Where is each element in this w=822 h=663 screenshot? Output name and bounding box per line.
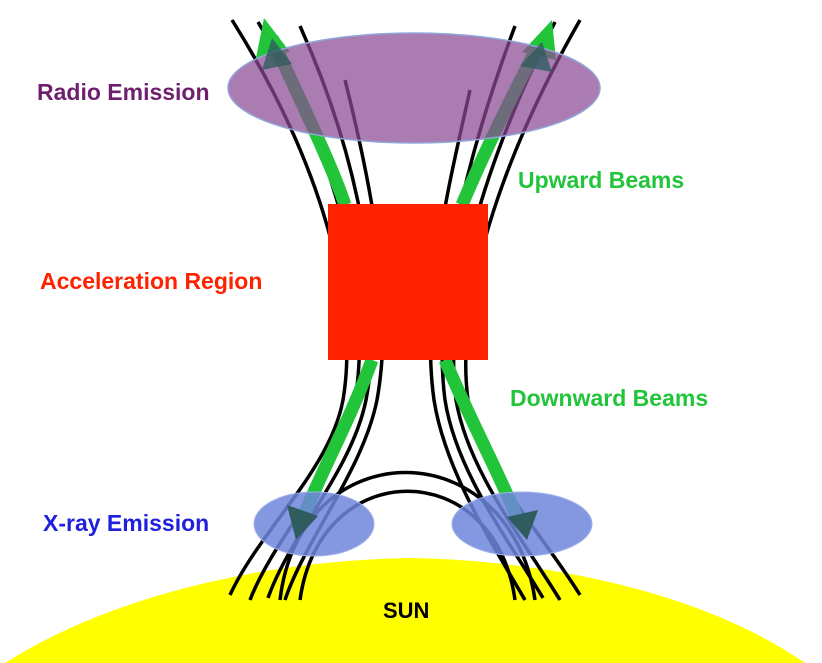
upward-arrow-right-dark	[520, 42, 552, 72]
acceleration-region-label: Acceleration Region	[40, 268, 262, 294]
downward-beams-label: Downward Beams	[510, 385, 708, 411]
xray-emission-ellipse-left	[253, 491, 375, 557]
sun-shape	[5, 558, 805, 663]
radio-emission-label: Radio Emission	[37, 79, 210, 105]
sun-label: SUN	[383, 598, 429, 623]
downward-arrow-right-dark	[507, 510, 538, 540]
upward-beams-label: Upward Beams	[518, 167, 684, 193]
upward-beam-left-head	[256, 18, 290, 58]
downward-arrow-left-dark	[287, 505, 318, 540]
radio-emission-ellipse	[227, 32, 601, 144]
acceleration-region-box	[328, 204, 488, 360]
xray-emission-label: X-ray Emission	[43, 510, 209, 536]
upward-arrow-left-dark	[262, 38, 292, 70]
